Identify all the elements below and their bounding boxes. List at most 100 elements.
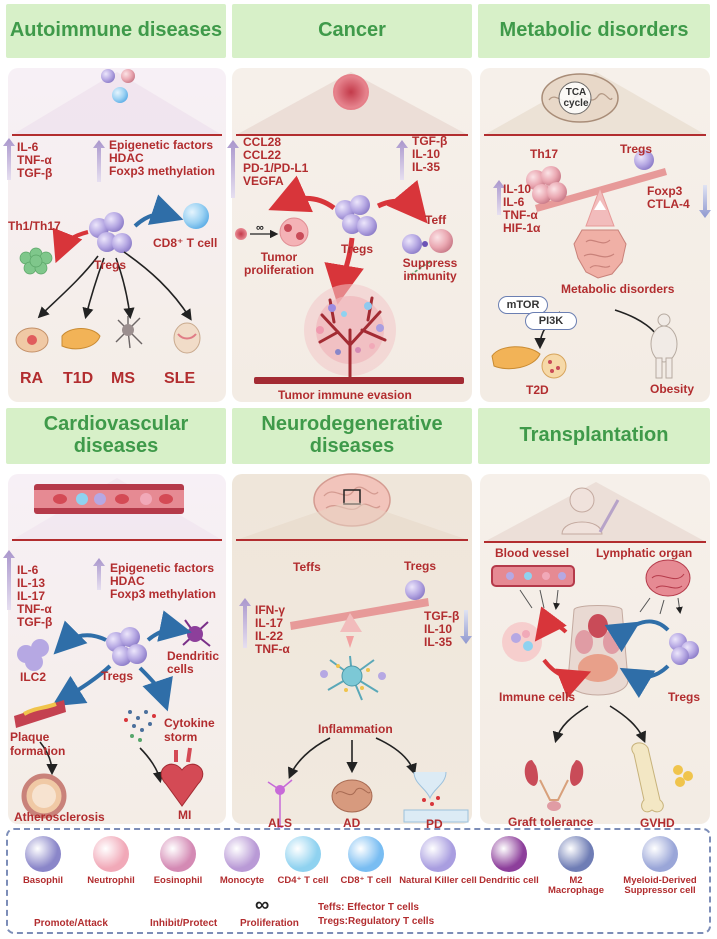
legend-cell-icon	[25, 836, 61, 872]
factor: Foxp3	[647, 184, 683, 198]
legend-item: M2 Macrophage	[542, 836, 610, 896]
metabolic-disorders-label: Metabolic disorders	[561, 282, 675, 296]
dendritic-cells-label: Dendritic cells	[167, 649, 220, 676]
legend-cell-icon	[93, 836, 129, 872]
factor: IL-10	[424, 622, 453, 636]
pi3k-pill: PI3K	[525, 312, 577, 330]
autoimmune-cytokines: IL-6 TNF-α TGF-β	[17, 141, 52, 180]
plaque-formation-label: Plaque formation	[10, 730, 66, 758]
tumor-proliferation-label: Tumor proliferation	[243, 250, 314, 277]
cancer-left-list: CCL28 CCL22 PD-1/PD-L1 VEGFA	[243, 136, 308, 188]
cancer-proliferation-symbol: ∞	[256, 222, 264, 234]
legend-cell-icon	[285, 836, 321, 872]
mtor-pill: mTOR	[498, 296, 548, 314]
cancer-right-list: TGF-β IL-10 IL-35	[412, 135, 447, 174]
factor: TNF-α	[255, 642, 290, 656]
factor: IFN-γ	[255, 603, 285, 617]
neuro-tregs-label: Tregs	[404, 559, 437, 573]
panel-metabolic	[480, 68, 710, 402]
metabolic-left-list: IL-10 IL-6 TNF-α HIF-1α	[503, 183, 540, 235]
cardio-tregs-label: Tregs	[101, 669, 134, 683]
autoimmune-factors: Epigenetic factors HDAC Foxp3 methylatio…	[109, 139, 215, 178]
legend-item-label: Natural Killer cell	[399, 875, 477, 886]
legend-item: CD8⁺ T cell	[335, 836, 397, 886]
legend-cell-icon	[491, 836, 527, 872]
factor: TGF-β	[412, 134, 448, 148]
cancer-teff-label: Teff	[425, 213, 447, 227]
inflammation-label: Inflammation	[318, 722, 393, 736]
legend-item: Monocyte	[212, 836, 272, 886]
panel-autoimmune	[8, 68, 226, 402]
neuro-teffs-label: Teffs	[293, 560, 321, 574]
factor: IL-10	[412, 147, 441, 161]
cytokine: TNF-α	[17, 153, 52, 167]
transplant-tregs-label: Tregs	[668, 690, 701, 704]
cd8-label: CD8⁺ T cell	[153, 236, 218, 250]
obesity-label: Obesity	[650, 382, 695, 396]
disease-ms: MS	[111, 370, 135, 387]
legend-item: Basophil	[10, 836, 76, 886]
factor: CCL28	[243, 135, 282, 149]
metabolic-th17-label: Th17	[530, 147, 559, 161]
cytokine: TGF-β	[17, 615, 53, 629]
tca-cycle-label: TCA cycle	[563, 87, 589, 109]
header-autoimmune: Autoimmune diseases	[6, 4, 226, 58]
panel-cancer	[232, 68, 472, 402]
factor: CTLA-4	[647, 197, 690, 211]
disease-ad: AD	[343, 816, 361, 830]
factor: PD-1/PD-L1	[243, 161, 309, 175]
legend-cell-icon	[160, 836, 196, 872]
factor: CCL22	[243, 148, 282, 162]
header-cancer: Cancer	[232, 4, 472, 58]
factor: TNF-α	[503, 208, 538, 222]
legend-proliferation: Proliferation	[240, 918, 299, 929]
factor: VEGFA	[243, 174, 284, 188]
cytokine: TNF-α	[17, 602, 52, 616]
factor: TGF-β	[424, 609, 460, 623]
legend-item: Myeloid-Derived Suppressor cell	[610, 836, 710, 896]
legend-cell-icon	[558, 836, 594, 872]
header-neuro: Neurodegenerative diseases	[232, 408, 472, 464]
ilc2-label: ILC2	[20, 670, 47, 684]
legend-inhibit: Inhibit/Protect	[150, 918, 218, 929]
immune-cells-label: Immune cells	[499, 690, 576, 704]
legend-item: Neutrophil	[78, 836, 144, 886]
legend-item-label: CD4⁺ T cell	[277, 875, 329, 886]
legend-item-label: Myeloid-Derived Suppressor cell	[623, 875, 697, 896]
factor: Epigenetic factors	[109, 138, 214, 152]
factor: HDAC	[110, 574, 145, 588]
legend-item-label: Dendritic cell	[479, 875, 539, 886]
factor: IL-35	[412, 160, 441, 174]
disease-als: ALS	[268, 816, 292, 830]
legend-item-label: Basophil	[22, 875, 64, 886]
legend-item-label: M2 Macrophage	[548, 875, 604, 896]
gvhd-label: GVHD	[640, 816, 675, 830]
t2d-label: T2D	[526, 383, 549, 397]
lymphatic-organ-label: Lymphatic organ	[596, 546, 693, 560]
neuro-right-list: TGF-β IL-10 IL-35	[424, 610, 459, 649]
header-metabolic: Metabolic disorders	[478, 4, 710, 58]
legend-item-label: Monocyte	[219, 875, 265, 886]
legend-cell-icon	[642, 836, 678, 872]
suppress-immunity-label: Suppress immunity	[402, 256, 458, 283]
legend-cell-icon	[420, 836, 456, 872]
legend-teffs-def: Teffs: Effector T cells	[318, 902, 419, 913]
factor: Epigenetic factors	[110, 561, 215, 575]
factor: Foxp3 methylation	[110, 587, 217, 601]
disease-ra: RA	[20, 370, 44, 387]
factor: IL-35	[424, 635, 453, 649]
disease-t1d: T1D	[63, 370, 94, 387]
legend-item: Eosinophil	[145, 836, 211, 886]
legend-item-label: CD8⁺ T cell	[340, 875, 392, 886]
th1-th17-label: Th1/Th17	[8, 219, 61, 233]
disease-sle: SLE	[164, 370, 196, 387]
legend-cell-icon	[224, 836, 260, 872]
factor: IL-6	[503, 195, 525, 209]
graft-tolerance-label: Graft tolerance	[508, 815, 594, 829]
legend-item-label: Neutrophil	[87, 875, 135, 886]
legend-cell-icon	[348, 836, 384, 872]
factor: Foxp3 methylation	[109, 164, 216, 178]
factor: IL-22	[255, 629, 284, 643]
factor: IL-17	[255, 616, 284, 630]
legend-item: Dendritic cell	[478, 836, 540, 886]
